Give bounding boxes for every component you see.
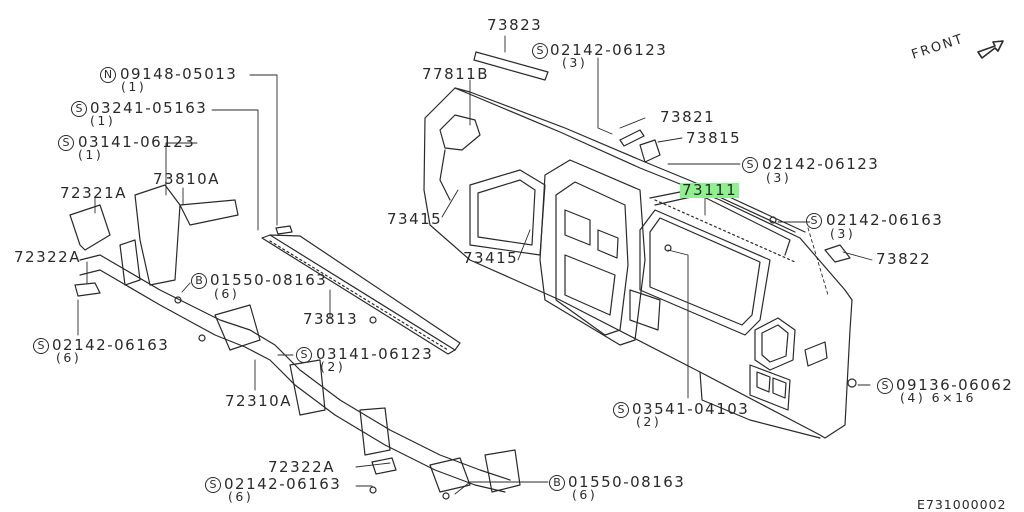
callout-73822[interactable]: 73822: [876, 250, 932, 268]
qty-03141-06123-top: (1): [78, 147, 104, 162]
qty-02142-06163-right: (3): [830, 226, 856, 241]
callout-73415-a[interactable]: 73415: [387, 210, 443, 228]
callout-03141-06123-top[interactable]: 03141-06123: [78, 133, 196, 151]
prefix-s-icon: S: [532, 43, 548, 59]
front-arrow-icon: [977, 40, 1004, 59]
prefix-s-icon: S: [33, 338, 49, 354]
prefix-s-icon: S: [742, 157, 758, 173]
prefix-s-icon: S: [205, 477, 221, 493]
leader-lines: [77, 35, 873, 495]
qty-03241-05163: (1): [90, 113, 116, 128]
callout-02142-06123-mid[interactable]: 02142-06123: [762, 155, 880, 173]
callout-09136-06062[interactable]: 09136-06062: [896, 376, 1014, 394]
prefix-s-icon: S: [806, 213, 822, 229]
qty-01550-08163-mid: (6): [214, 286, 240, 301]
callout-72322a-left[interactable]: 72322A: [14, 248, 81, 266]
prefix-s-icon: S: [58, 135, 74, 151]
callout-73415-b[interactable]: 73415: [463, 249, 519, 267]
qty-02142-06123-mid: (3): [766, 170, 792, 185]
callout-73810a[interactable]: 73810A: [153, 170, 220, 188]
prefix-n-icon: N: [100, 67, 116, 83]
callout-72310a[interactable]: 72310A: [225, 392, 292, 410]
qty-03141-06123-mid: (2): [320, 359, 346, 374]
callout-73813[interactable]: 73813: [303, 310, 359, 328]
callout-09148-05013[interactable]: 09148-05013: [120, 65, 238, 83]
callout-02142-06163-left[interactable]: 02142-06163: [52, 336, 170, 354]
callout-03141-06123-mid[interactable]: 03141-06123: [316, 345, 434, 363]
callout-72322a-bottom[interactable]: 72322A: [268, 458, 335, 476]
callout-02142-06123-top[interactable]: 02142-06123: [550, 41, 668, 59]
qty-03541-04103: (2): [636, 414, 662, 429]
qty-02142-06123-top: (3): [562, 55, 588, 70]
callout-72321a[interactable]: 72321A: [60, 184, 127, 202]
prefix-s-icon: S: [613, 402, 629, 418]
qty-09136-06062: (4) 6×16: [900, 390, 977, 405]
callout-03241-05163[interactable]: 03241-05163: [90, 99, 208, 117]
prefix-s-icon: S: [296, 347, 312, 363]
prefix-b-icon: B: [191, 273, 207, 289]
callout-02142-06163-right[interactable]: 02142-06163: [826, 211, 944, 229]
callout-73823[interactable]: 73823: [487, 16, 543, 34]
qty-02142-06163-bottom: (6): [228, 489, 254, 504]
qty-02142-06163-left: (6): [56, 350, 82, 365]
prefix-s-icon: S: [71, 101, 87, 117]
qty-01550-08163-bottom: (6): [572, 487, 598, 502]
prefix-s-icon: S: [877, 378, 893, 394]
qty-09148-05013: (1): [121, 79, 147, 94]
instrument-panel-drawing: [423, 51, 857, 439]
callout-02142-06163-bottom[interactable]: 02142-06163: [224, 475, 342, 493]
prefix-b-icon: B: [549, 475, 565, 491]
reinforcement-frame-drawing: [69, 184, 521, 500]
callout-03541-04103[interactable]: 03541-04103: [632, 400, 750, 418]
callout-73815[interactable]: 73815: [686, 129, 742, 147]
callout-73111-highlighted[interactable]: 73111: [680, 181, 740, 199]
callout-73821[interactable]: 73821: [660, 108, 716, 126]
callout-01550-08163-mid[interactable]: 01550-08163: [210, 271, 328, 289]
callout-77811b[interactable]: 77811B: [422, 65, 490, 83]
diagram-id: E731000002: [917, 497, 1007, 512]
bracket-73813-drawing: [261, 225, 461, 355]
callout-01550-08163-bottom[interactable]: 01550-08163: [568, 473, 686, 491]
